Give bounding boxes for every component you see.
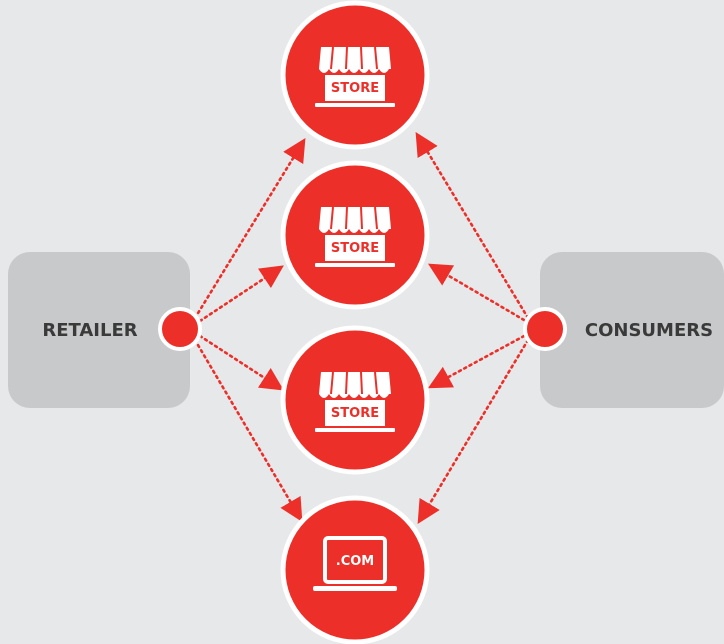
consumers-to-store-3-arrow xyxy=(427,334,526,389)
store-label: STORE xyxy=(331,241,379,256)
store-channel-2: STORE xyxy=(280,160,430,310)
consumers-to-online-arrow xyxy=(417,338,530,525)
retailer-label: RETAILER xyxy=(42,320,137,341)
connectors xyxy=(193,131,530,525)
retailer-to-store-2-arrow xyxy=(198,265,284,323)
consumers-to-store-2-arrow xyxy=(427,263,526,322)
consumers-label: CONSUMERS xyxy=(585,320,713,341)
store-icon xyxy=(314,46,396,108)
retailer-to-store-3-arrow xyxy=(198,334,284,391)
store-channel-1: STORE xyxy=(280,0,430,150)
consumers-box xyxy=(540,252,724,408)
online-channel: .COM xyxy=(280,495,430,644)
store-icon xyxy=(314,371,396,433)
laptop-icon xyxy=(313,536,397,591)
consumers-to-store-1-arrow xyxy=(415,131,530,320)
store-label: STORE xyxy=(331,81,379,96)
online-circle xyxy=(280,495,430,644)
store-icon xyxy=(314,206,396,268)
store-channel-3: STORE xyxy=(280,325,430,475)
retailer-node xyxy=(158,307,202,351)
consumers-node xyxy=(523,307,567,351)
store-label: STORE xyxy=(331,406,379,421)
online-label: .COM xyxy=(336,554,374,569)
retailer-box xyxy=(8,252,190,408)
retailer-to-online-arrow xyxy=(193,338,303,523)
retailer-to-store-1-arrow xyxy=(193,138,306,320)
